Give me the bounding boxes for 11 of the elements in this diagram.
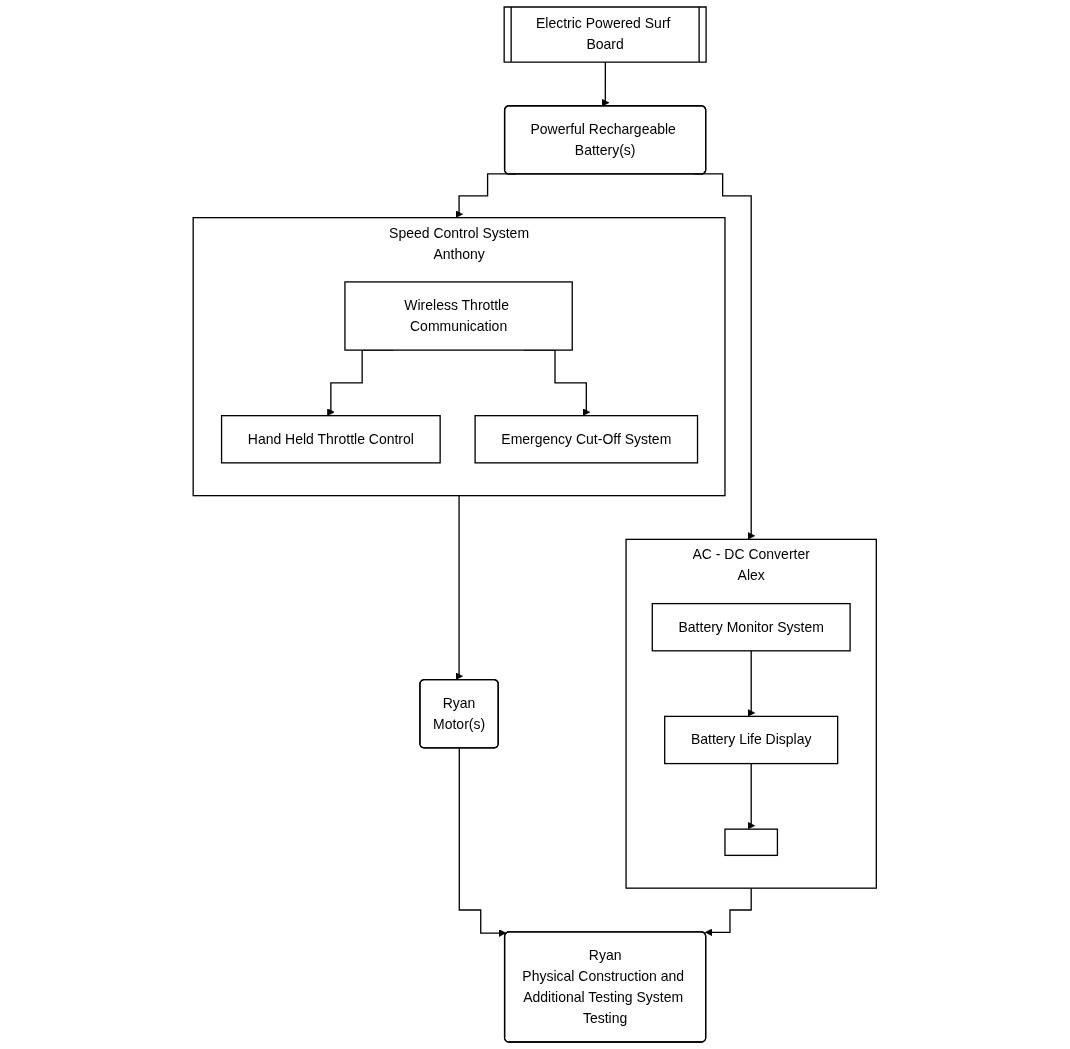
arrow: [705, 887, 753, 937]
node-box: [724, 828, 779, 857]
node-box: Emergency Cut-Off System: [474, 415, 699, 464]
arrow: [455, 495, 464, 680]
node-box: Wireless Throttle Communication: [344, 281, 574, 351]
arrow: [747, 762, 756, 830]
node-box: Hand Held Throttle Control: [221, 415, 442, 464]
arrow: [747, 650, 756, 717]
node-box: Battery Monitor System: [651, 602, 851, 652]
node-box: Battery Life Display: [664, 715, 839, 765]
arrow: [458, 747, 507, 937]
